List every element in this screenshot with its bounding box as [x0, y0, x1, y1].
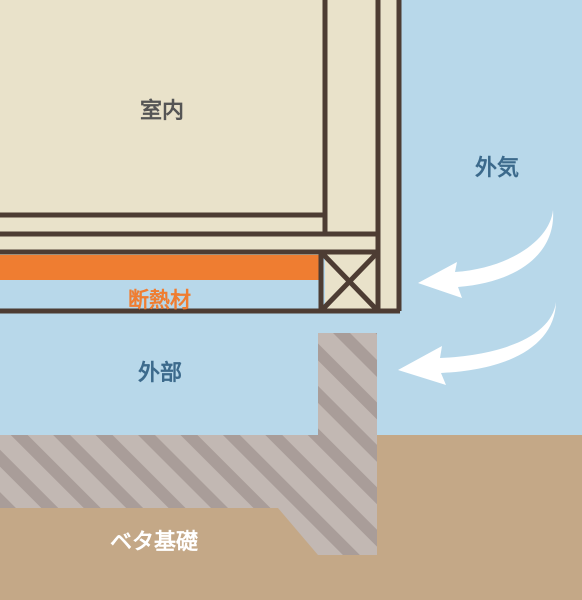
room-interior [0, 0, 325, 215]
wind-arrow-upper [418, 210, 554, 298]
exterior-label: 外部 [138, 361, 183, 386]
room-label: 室内 [140, 99, 185, 124]
insulation-layer [0, 255, 322, 280]
wall-layer [325, 0, 400, 311]
insulation-label: 断熱材 [128, 288, 191, 312]
frame-lines [0, 0, 402, 314]
slab-foundation-shape [0, 333, 377, 555]
outside-air-label: 外気 [475, 156, 520, 181]
slab-foundation-label: ベタ基礎 [110, 530, 199, 555]
wind-arrow-lower [398, 302, 556, 385]
